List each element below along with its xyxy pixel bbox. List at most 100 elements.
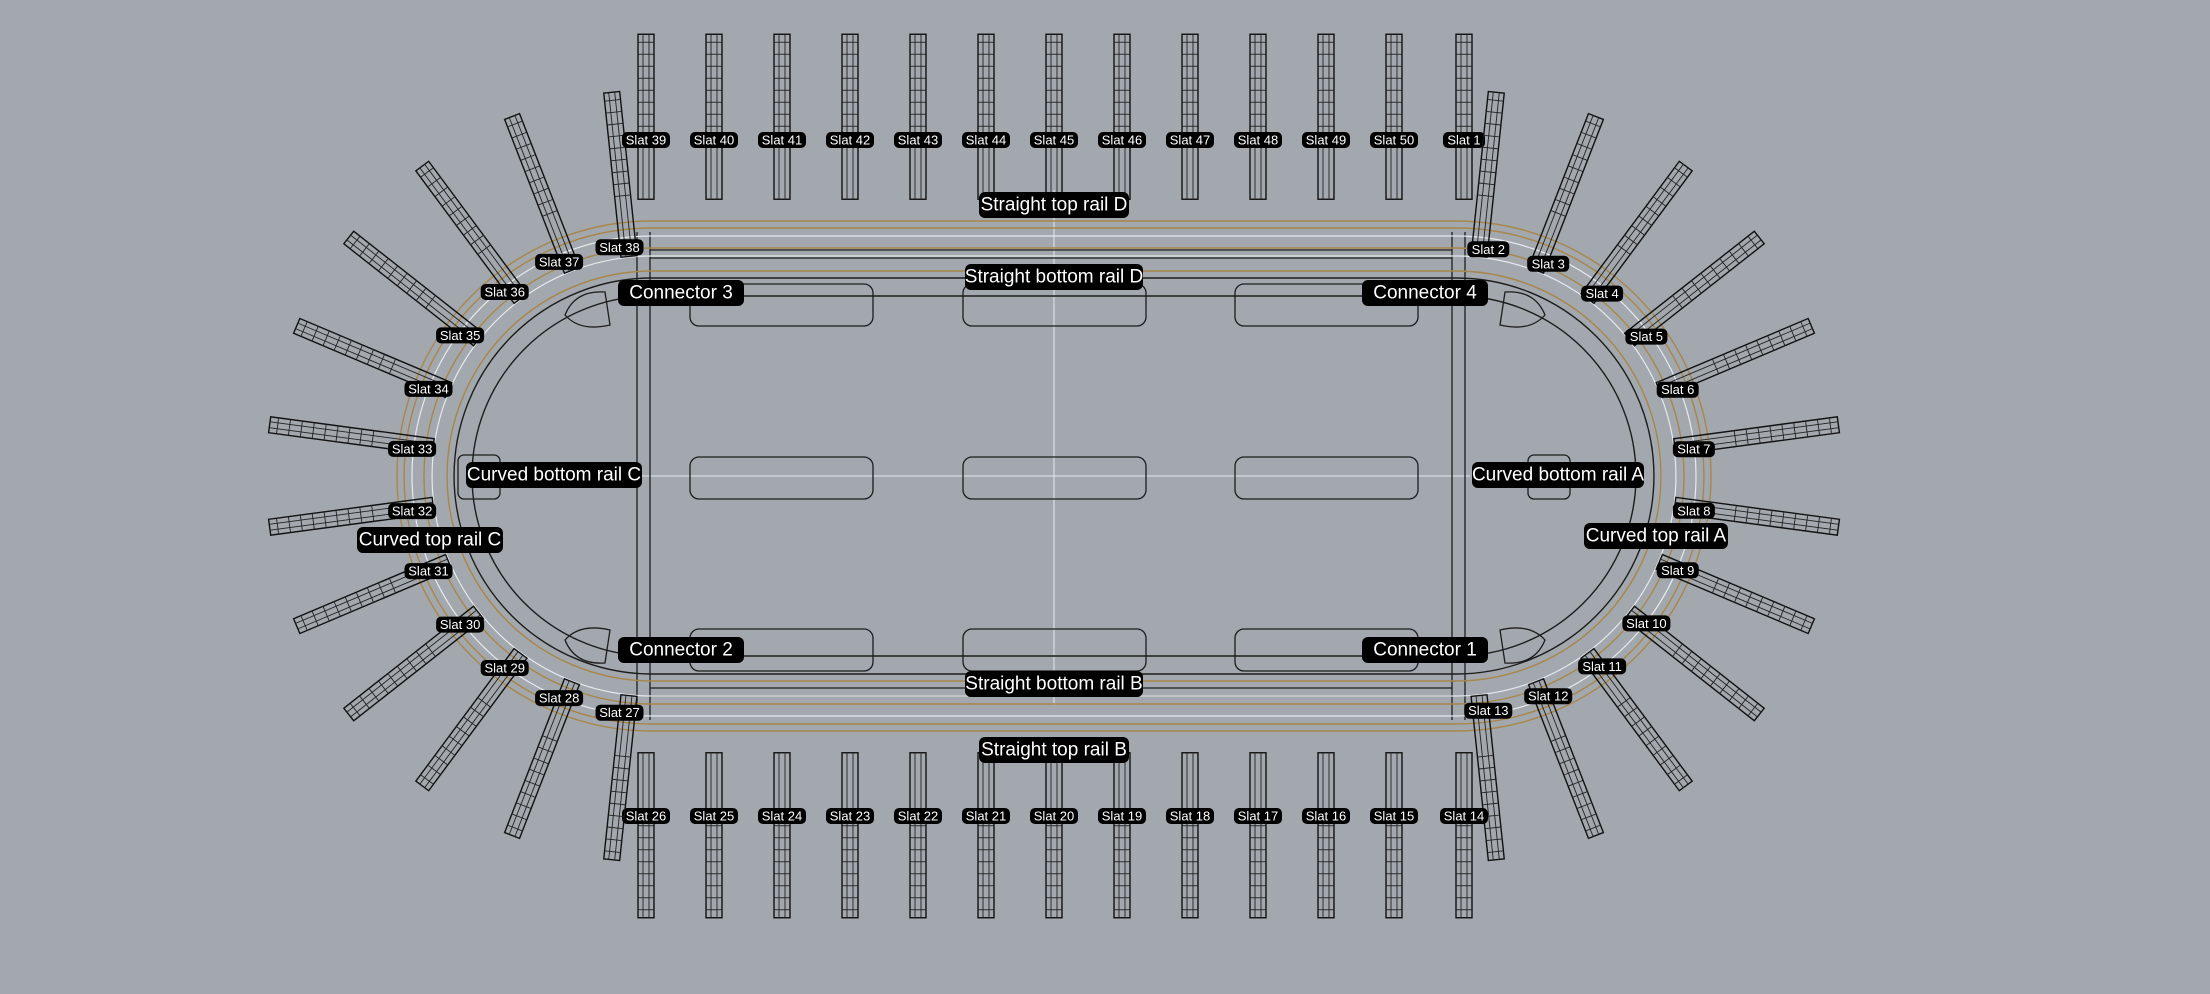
slat-label-bg-21: [962, 808, 1010, 824]
slat-cross-8-1: [1817, 516, 1821, 533]
slat-rib-5-b: [1631, 239, 1762, 343]
slat-label-text-49: Slat 49: [1306, 133, 1346, 148]
slat-cross-32-5: [335, 510, 339, 527]
slat-cross-12-3: [1572, 791, 1588, 798]
slat-cross-2-1: [1486, 110, 1503, 114]
slat-17: Slat 17: [1234, 752, 1282, 919]
slat-label-text-10: Slat 10: [1626, 616, 1666, 631]
slat-cross-9-4: [1756, 596, 1764, 612]
slat-cross-35-0: [349, 235, 361, 250]
slat-cross-29-0: [420, 774, 434, 785]
slat-cross-5-3: [1719, 258, 1730, 272]
slat-cross-6-1: [1789, 326, 1797, 342]
slat-label-text-14: Slat 14: [1444, 809, 1484, 824]
slat-label-text-16: Slat 16: [1306, 809, 1346, 824]
slat-label-bg-19: [1098, 808, 1146, 824]
slat-46: Slat 46: [1098, 33, 1146, 200]
slat-outline-26: [637, 752, 655, 919]
slat-label-text-44: Slat 44: [966, 133, 1006, 148]
slat-label-16: Slat 16: [1302, 808, 1350, 824]
slat-label-text-12: Slat 12: [1528, 689, 1568, 704]
slat-cross-28-3: [520, 791, 536, 798]
slat-label-bg-25: [690, 808, 738, 824]
slat-outline-50: [1385, 33, 1403, 200]
slat-cross-27-3: [608, 814, 625, 818]
slat-1: Slat 1: [1443, 33, 1485, 200]
slat-body-3: [1527, 112, 1605, 275]
slat-cross-35-4: [387, 265, 399, 279]
slat-cross-2-7: [1478, 182, 1495, 186]
slat-outline-11: [1580, 647, 1694, 792]
slat-cross-9-1: [1789, 610, 1797, 626]
slat-cross-12-0: [1585, 824, 1601, 832]
slat-cross-37-1: [511, 131, 527, 139]
slat-cross-8-0: [1828, 518, 1832, 535]
slat-rib-27-b: [608, 695, 627, 860]
slat-label-bg-40: [690, 132, 738, 148]
connector-4-tab: [1499, 291, 1546, 328]
slat-cross-34-7: [377, 354, 385, 370]
slat-cross-30-6: [406, 658, 417, 672]
slat-label-text-9: Slat 9: [1661, 563, 1694, 578]
slat-6: Slat 6: [1655, 317, 1816, 399]
slat-cross-29-1: [427, 764, 441, 775]
slat-cross-9-6: [1734, 587, 1742, 603]
slat-outline-1: [1455, 33, 1473, 200]
slat-label-text-40: Slat 40: [694, 133, 734, 148]
slat-body-16: [1317, 752, 1335, 919]
slat-cross-7-0: [1828, 417, 1832, 434]
slat-cross-2-4: [1482, 146, 1499, 150]
slat-label-text-11: Slat 11: [1582, 659, 1622, 674]
slat-label-45: Slat 45: [1030, 132, 1078, 148]
slat-cross-9-5: [1745, 592, 1753, 608]
slat-cross-30-4: [387, 673, 399, 687]
slat-rib-3-a: [1532, 115, 1594, 270]
slat-cross-36-8: [477, 244, 491, 255]
slat-cross-3-3: [1572, 154, 1588, 161]
slat-cross-6-2: [1778, 330, 1786, 346]
slat-cross-34-8: [388, 358, 397, 374]
slat-outline-46: [1113, 33, 1131, 200]
slat-cross-11-1: [1667, 764, 1681, 775]
slat-label-33: Slat 33: [388, 440, 437, 457]
slat-cross-13-5: [1481, 790, 1498, 794]
slat-label-bg-20: [1030, 808, 1078, 824]
slat-label-text-24: Slat 24: [762, 809, 802, 824]
slat-rib-6-a: [1657, 322, 1811, 388]
slat-label-bg-23: [826, 808, 874, 824]
slat-outline-31: [292, 553, 453, 635]
slat-cross-7-1: [1817, 419, 1821, 436]
slat-label-49: Slat 49: [1302, 132, 1350, 148]
slat-rib-29-a: [424, 654, 524, 788]
text-straight-top-rail-d: Straight top rail D: [981, 195, 1128, 216]
slat-cross-10-8: [1672, 643, 1683, 657]
slat-cross-34-6: [366, 349, 374, 365]
slat-cross-30-5: [396, 665, 408, 680]
slat-label-bg-29: [480, 660, 529, 676]
slat-label-text-35: Slat 35: [440, 328, 480, 343]
slat-cross-30-3: [378, 680, 389, 694]
slat-cross-27-4: [609, 802, 626, 806]
slat-outline-19: [1113, 752, 1131, 919]
slat-cross-11-5: [1638, 726, 1652, 737]
slat-cross-10-7: [1681, 651, 1693, 665]
slat-label-text-30: Slat 30: [440, 617, 480, 632]
slat-28: Slat 28: [503, 677, 584, 840]
slat-label-bg-44: [962, 132, 1010, 148]
slat-5: Slat 5: [1623, 230, 1766, 347]
label-connector-2: Connector 2: [618, 637, 744, 663]
slat-body-45: [1045, 33, 1063, 200]
slat-cross-11-3: [1652, 745, 1667, 756]
slat-cross-29-3: [441, 745, 456, 756]
slat-label-47: Slat 47: [1166, 132, 1214, 148]
slat-label-7: Slat 7: [1672, 441, 1715, 458]
slat-cross-5-5: [1700, 272, 1712, 287]
slat-40: Slat 40: [690, 33, 738, 200]
slat-cross-2-3: [1483, 134, 1500, 138]
label-straight-bottom-rail-b: Straight bottom rail B: [965, 671, 1143, 697]
slat-label-50: Slat 50: [1370, 132, 1418, 148]
slat-label-15: Slat 15: [1370, 808, 1418, 824]
slat-label-23: Slat 23: [826, 808, 874, 824]
slat-cross-32-2: [299, 515, 303, 531]
slat-label-text-45: Slat 45: [1034, 133, 1074, 148]
